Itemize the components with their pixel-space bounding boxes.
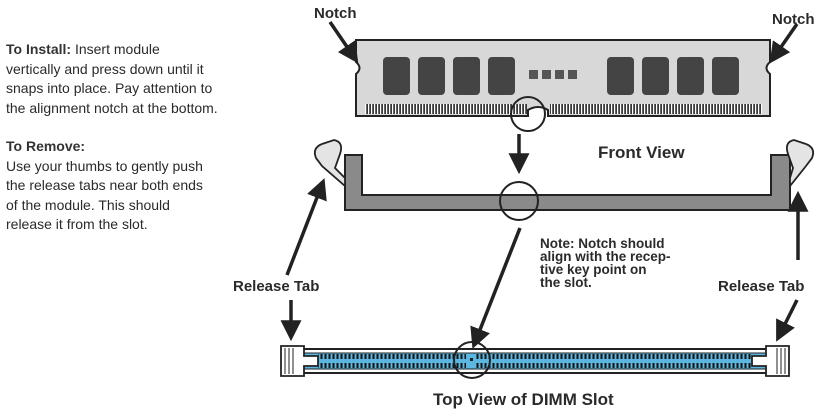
notch-left-arrow: [328, 21, 359, 64]
small-chip: [529, 70, 538, 79]
slot-top-pins-left-upper: [318, 354, 466, 359]
slot-top-key-highlight: [453, 341, 491, 379]
dimm-slot-side-view: [313, 139, 815, 221]
slot-top-pins-left-lower: [318, 363, 466, 368]
memory-chip: [488, 57, 515, 95]
memory-chips: [383, 57, 739, 95]
install-instructions: To Install: Insert module vertically and…: [6, 40, 218, 118]
front-view-label: Front View: [598, 143, 685, 162]
note-line: align with the recep-: [540, 249, 671, 264]
slot-end-right: [751, 345, 790, 377]
memory-chip: [677, 57, 704, 95]
memory-chip: [453, 57, 480, 95]
remove-text: Use your thumbs to gently push the relea…: [6, 157, 203, 233]
memory-chip: [607, 57, 634, 95]
slot-end-left: [280, 345, 319, 377]
memory-chip: [383, 57, 410, 95]
notch-right-arrow: [769, 23, 799, 64]
memory-chip: [712, 57, 739, 95]
remove-heading-line: To Remove:: [6, 137, 218, 157]
dimm-slot-top-view: [280, 341, 790, 379]
notch-right-label: Notch: [772, 11, 815, 28]
release-tab-right: [785, 139, 815, 189]
note-line: the slot.: [540, 275, 592, 290]
module-notch-highlight: [510, 96, 546, 132]
slot-key: [470, 358, 473, 361]
release-tab-left-label: Release Tab: [233, 278, 319, 295]
memory-chip: [642, 57, 669, 95]
release-arrow-right-down: [776, 299, 799, 342]
release-tab-right-label: Release Tab: [718, 278, 804, 295]
remove-heading: To Remove:: [6, 138, 86, 154]
install-heading: To Install:: [6, 41, 72, 57]
memory-chip: [418, 57, 445, 95]
small-chip: [568, 70, 577, 79]
note-line: tive key point on: [540, 262, 647, 277]
instructions-panel: To Install: Insert module vertically and…: [6, 40, 218, 235]
small-chip: [542, 70, 551, 79]
slot-top-pins-right-upper: [476, 354, 752, 359]
small-chips: [529, 70, 577, 79]
note-text: Note: Notch should align with the recep-…: [540, 236, 671, 290]
slot-top-pins-right-lower: [476, 363, 752, 368]
note-arrow: [470, 227, 522, 349]
note-line: Note: Notch should: [540, 236, 665, 251]
module-pins-right: [550, 104, 762, 114]
slot-body: [344, 154, 791, 211]
small-chip: [555, 70, 564, 79]
release-arrow-left-up: [285, 178, 327, 276]
release-tab-left: [313, 139, 346, 188]
module-pins-left: [365, 104, 527, 114]
install-text: Insert module vertically and press down …: [6, 41, 218, 116]
notch-left-label: Notch: [314, 5, 357, 22]
slot-key-highlight: [499, 181, 539, 221]
top-view-label: Top View of DIMM Slot: [433, 390, 614, 409]
dimm-module: [355, 39, 771, 132]
